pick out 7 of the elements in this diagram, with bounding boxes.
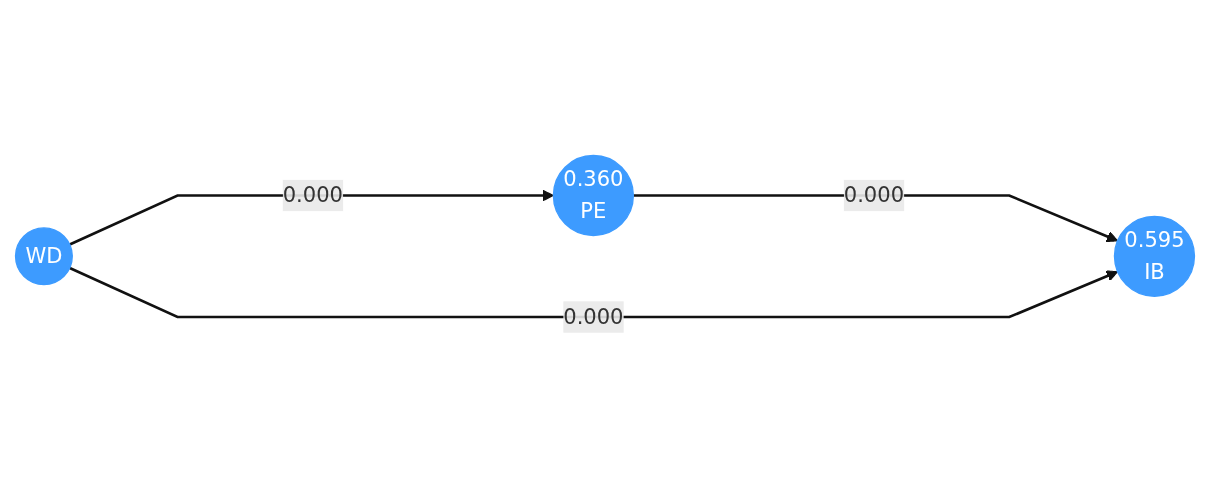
node-circle: 0.360 PE: [552, 155, 634, 237]
node-circle: 0.595 IB: [1113, 215, 1195, 298]
edge-label: 0.000: [843, 182, 904, 208]
arrow: [68, 267, 1118, 319]
edge-label: 0.000: [282, 182, 343, 208]
node-circle: WD: [14, 227, 73, 286]
edge-label: 0.000: [562, 304, 623, 330]
